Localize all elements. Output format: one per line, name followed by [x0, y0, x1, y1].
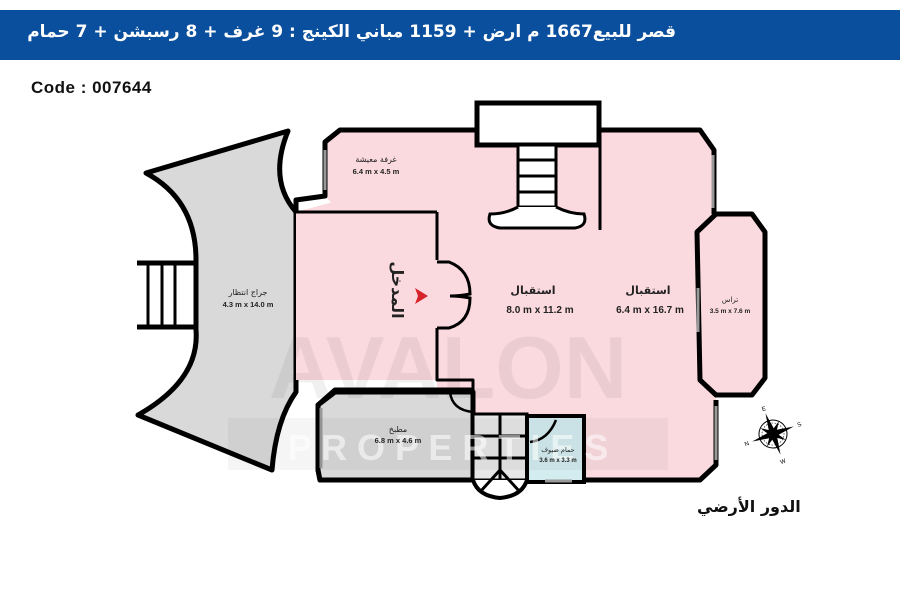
reception-1-dimensions: 8.0 m x 11.2 m: [506, 305, 573, 316]
entrance-arrow-icon: [415, 288, 428, 304]
kitchen-area: [315, 389, 476, 483]
watermark-brand: AVALON: [269, 318, 628, 417]
svg-text:S: S: [797, 422, 803, 429]
terrace-area: [694, 211, 768, 398]
top-staircase: [487, 143, 587, 230]
listing-title: قصر للبيع1667 م ارض + 1159 مباني الكينج …: [27, 22, 676, 42]
svg-text:W: W: [780, 458, 788, 466]
entrance-label: المدخل: [388, 261, 407, 318]
bath-door[interactable]: [529, 419, 558, 444]
guest-bath-dimensions: 3.6 m x 3.3 m: [539, 458, 576, 464]
kitchen-dimensions: 6.8 m x 4.6 m: [375, 436, 422, 445]
terrace-dimensions: 3.5 m x 7.6 m: [710, 308, 751, 315]
svg-text:N: N: [744, 441, 750, 448]
entrance-door[interactable]: [437, 260, 472, 330]
living-room-name: غرفة معيشة: [355, 155, 396, 164]
stair-landing: [474, 100, 602, 148]
garage-dimensions: 4.3 m x 14.0 m: [223, 300, 274, 309]
reception-2-name: استقبال: [625, 284, 670, 297]
reception-2-dimensions: 6.4 m x 16.7 m: [616, 305, 684, 316]
watermark-subtitle: P R O P E R T I E S: [288, 427, 609, 468]
svg-text:E: E: [761, 406, 767, 413]
lower-staircase: [471, 412, 529, 501]
compass-icon: E S W N: [744, 406, 803, 466]
guest-bath-name: حمام ضيوف: [541, 446, 574, 454]
terrace-name: تراس: [722, 296, 738, 304]
floor-name: الدور الأرضي: [697, 497, 801, 516]
header-banner: قصر للبيع1667 م ارض + 1159 مباني الكينج …: [0, 10, 900, 60]
garage-area: [135, 128, 299, 473]
garage-name: جراج انتظار: [227, 288, 267, 297]
listing-code: Code : 007644: [31, 78, 152, 97]
watermark-band: [228, 418, 668, 470]
reception-1-name: استقبال: [510, 284, 555, 297]
kitchen-name: مطبخ: [389, 425, 407, 434]
kitchen-door[interactable]: [448, 391, 474, 414]
entrance-stairs: [137, 260, 196, 330]
living-room-dimensions: 6.4 m x 4.5 m: [353, 167, 400, 176]
reception-right-area: [296, 130, 716, 480]
